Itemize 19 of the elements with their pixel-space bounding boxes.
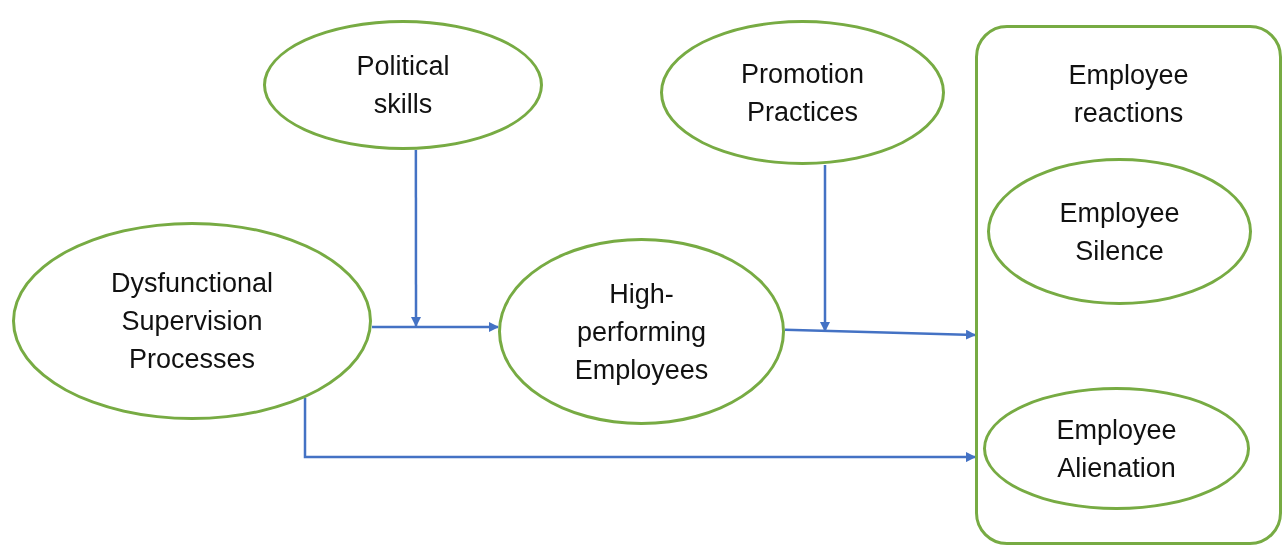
construct-ellipse bbox=[12, 222, 372, 420]
construct-ellipse bbox=[987, 158, 1252, 305]
construct-ellipse bbox=[660, 20, 945, 165]
arrow bbox=[784, 328, 976, 340]
node-label: Employee Alienation bbox=[1055, 413, 1178, 485]
construct-ellipse bbox=[263, 20, 543, 150]
node-label: High-performing Employees bbox=[573, 277, 710, 387]
group-heading: Employee reactions bbox=[1067, 59, 1190, 130]
construct-ellipse bbox=[983, 387, 1250, 510]
arrow bbox=[303, 398, 976, 463]
node-label: Employee Silence bbox=[1058, 196, 1181, 268]
construct-ellipse bbox=[498, 238, 785, 425]
node-label: Dysfunctional Supervision Processes bbox=[109, 267, 275, 376]
node-label: Promotion Practices bbox=[739, 57, 866, 129]
group-box bbox=[975, 25, 1282, 545]
arrow bbox=[411, 150, 421, 327]
arrow bbox=[820, 165, 830, 332]
arrow bbox=[372, 322, 499, 332]
node-label: Political skills bbox=[355, 50, 451, 121]
